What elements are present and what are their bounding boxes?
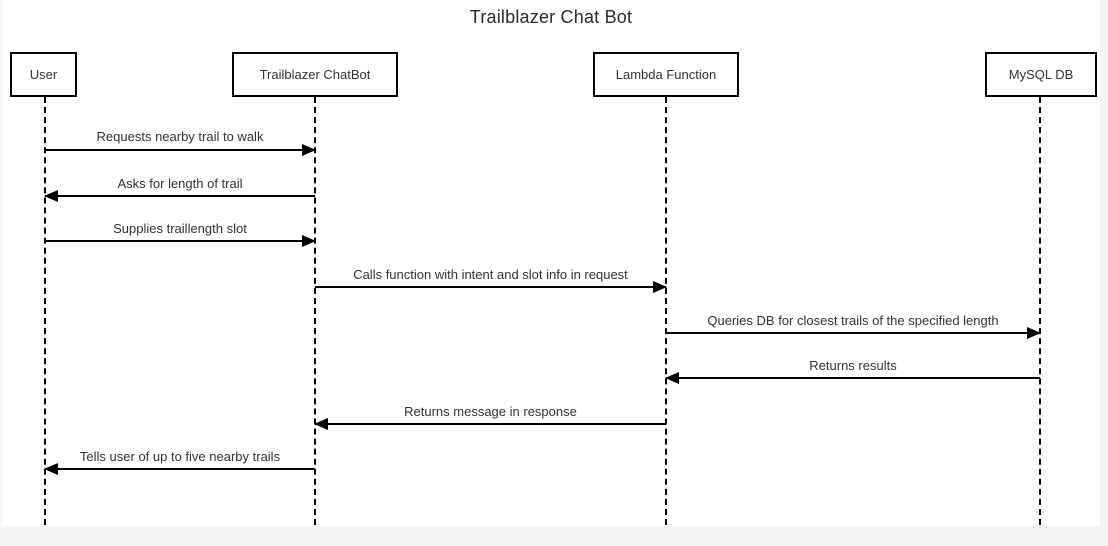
lifeline-user (44, 97, 46, 525)
message-arrow (45, 144, 316, 156)
message-label: Returns results (809, 358, 897, 373)
arrowhead-left-icon (44, 190, 58, 202)
arrowhead-right-icon (653, 281, 667, 293)
message-label: Asks for length of trail (117, 176, 243, 191)
diagram-title: Trailblazer Chat Bot (469, 7, 633, 27)
sequence-diagram-canvas: Trailblazer Chat Bot User Trailblazer Ch… (2, 0, 1100, 526)
lifeline-lambda (665, 97, 667, 525)
message-label: Requests nearby trail to walk (96, 129, 264, 144)
arrowhead-left-icon (665, 372, 679, 384)
actor-label: User (29, 67, 58, 82)
arrowhead-right-icon (302, 235, 316, 247)
message-arrow (44, 463, 315, 475)
actor-box-chatbot: Trailblazer ChatBot (232, 52, 398, 97)
message-label: Calls function with intent and slot info… (353, 267, 628, 282)
arrowhead-left-icon (44, 463, 58, 475)
arrowhead-right-icon (1027, 327, 1041, 339)
actor-box-user: User (10, 52, 77, 97)
actor-box-lambda: Lambda Function (593, 52, 739, 97)
actor-label: Lambda Function (615, 67, 717, 82)
message-arrow (666, 327, 1041, 339)
actor-label: MySQL DB (1008, 67, 1074, 82)
message-label: Supplies traillength slot (113, 221, 247, 236)
arrowhead-right-icon (302, 144, 316, 156)
message-arrow (45, 235, 316, 247)
message-label: Tells user of up to five nearby trails (79, 449, 281, 464)
message-arrow (315, 281, 667, 293)
message-arrow (665, 372, 1040, 384)
arrowhead-left-icon (314, 418, 328, 430)
actor-box-mysql: MySQL DB (985, 52, 1097, 97)
message-label: Returns message in response (404, 404, 577, 419)
actor-label: Trailblazer ChatBot (259, 67, 371, 82)
lifeline-mysql (1039, 97, 1041, 525)
message-label: Queries DB for closest trails of the spe… (707, 313, 999, 328)
lifeline-chatbot (314, 97, 316, 525)
message-arrow (314, 418, 666, 430)
message-arrow (44, 190, 315, 202)
